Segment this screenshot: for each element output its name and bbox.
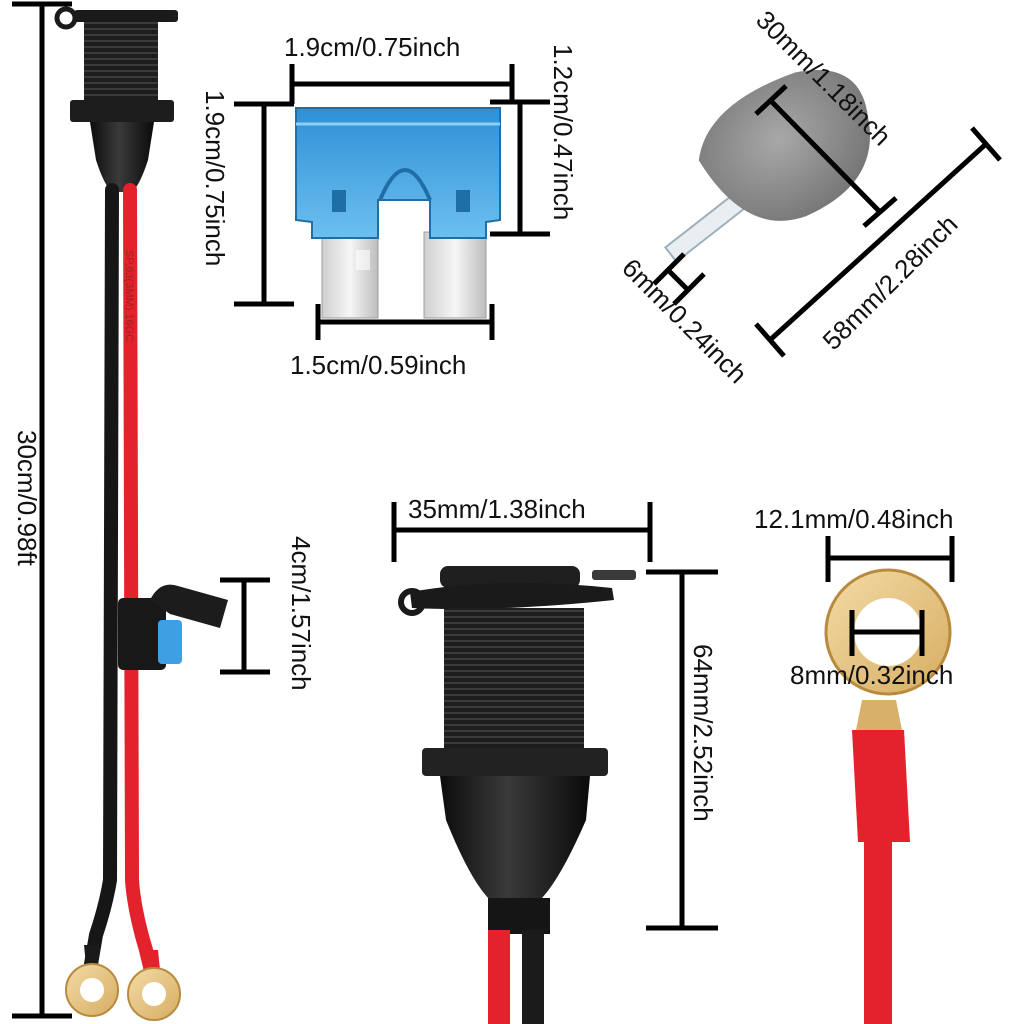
cable-harness: SP,63(3MM) 16GC xyxy=(54,6,228,1021)
fuse-holder-dim xyxy=(220,577,270,675)
fuse-width-dim xyxy=(289,64,515,104)
fuse-holder-length-label: 4cm/1.57inch xyxy=(286,536,316,691)
fuse-height-dim xyxy=(234,101,294,307)
inline-fuse-holder xyxy=(118,584,228,670)
ring-inner-label: 8mm/0.32inch xyxy=(790,660,954,690)
fuse-blade-span-label: 1.5cm/0.59inch xyxy=(290,350,467,380)
stem-diameter-dim xyxy=(652,252,706,306)
ring-inner-dim xyxy=(849,610,925,656)
blade-fuse xyxy=(295,107,501,319)
fuse-body-dim xyxy=(490,99,550,237)
cable-length-dim xyxy=(12,1,72,1019)
stone-length-dim xyxy=(754,126,1002,358)
fuse-width-label: 1.9cm/0.75inch xyxy=(284,32,461,62)
socket-height-label: 64mm/2.52inch xyxy=(688,644,718,822)
harness-socket xyxy=(54,6,178,192)
red-wire xyxy=(123,183,159,982)
fuse-height-label: 1.9cm/0.75inch xyxy=(200,90,230,267)
black-wire xyxy=(83,183,119,977)
fuse-blade-dim xyxy=(315,304,495,340)
harness-ring-terminals xyxy=(65,945,181,1021)
socket-height-dim xyxy=(646,569,718,931)
ring-outer-label: 12.1mm/0.48inch xyxy=(754,504,954,534)
air-stone xyxy=(663,70,870,264)
fuse-body-height-label: 1.2cm/0.47inch xyxy=(548,44,578,221)
ring-terminal xyxy=(824,568,952,1024)
ring-outer-dim xyxy=(825,536,955,582)
socket xyxy=(398,566,636,1024)
cable-print: SP,63(3MM) 16GC xyxy=(123,250,135,342)
socket-width-dim xyxy=(391,502,653,562)
socket-width-label: 35mm/1.38inch xyxy=(408,494,586,524)
cable-length-label: 30cm/0.98ft xyxy=(12,430,42,566)
stone-diameter-dim xyxy=(754,84,898,228)
